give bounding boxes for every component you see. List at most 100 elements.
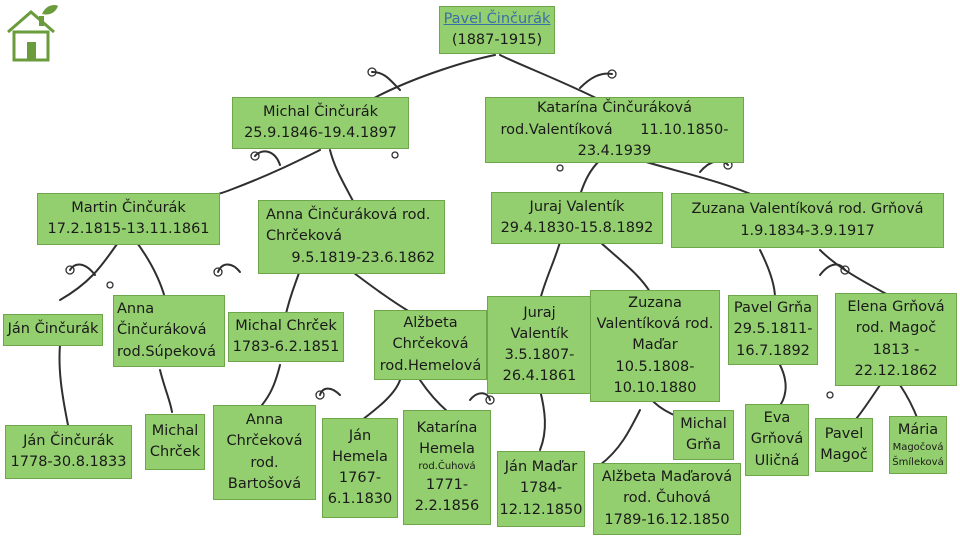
person-name-link[interactable]: Pavel Činčurák [444,9,551,30]
person-name: Mária [898,420,938,441]
person-name: Anna [117,299,154,320]
person-birth: 10.5.1808- [615,357,694,378]
person-michal-chrcek: Michal Chrček 1783-6.2.1851 [228,312,344,362]
person-elena-grnova: Elena Grňová rod. Magoč 1813 - 22.12.186… [835,293,957,386]
person-dates: 1783-6.2.1851 [233,337,340,358]
person-death: 22.12.1862 [854,361,937,382]
person-death: 6.1.1830 [328,489,393,510]
person-surname: Grňa [686,435,721,456]
person-name: Michal [152,421,199,442]
person-anna-cincurakova-chrcekova: Anna Činčuráková rod. Chrčeková 9.5.1819… [258,200,445,274]
person-name: Michal Chrček [235,316,336,337]
person-name: Ján Činčurák [23,431,114,452]
person-death: 10.10.1880 [613,378,696,399]
person-name: Zuzana Valentíková rod. Grňová [691,199,923,220]
person-maiden-name: rod.Čuhová [418,460,475,475]
person-death: 12.12.1850 [499,500,582,521]
person-pavel-magoc: Pavel Magoč [815,418,873,472]
person-name: Anna Činčuráková rod. [262,205,430,226]
person-surname: Magočová [893,441,944,456]
person-name: Ján [349,426,371,447]
person-juraj-valentik-sr: Juraj Valentík 3.5.1807- 26.4.1861 [487,296,592,394]
person-surname: Chrčeková [392,334,468,355]
person-name: Michal Činčurák [263,102,378,123]
person-dates: 1.9.1834-3.9.1917 [740,221,874,242]
person-katarina-hemela: Katarína Hemela rod.Čuhová 1771- 2.2.185… [403,410,491,525]
person-dates: 9.5.1819-23.6.1862 [291,248,441,269]
person-katarina-cincurakova: Katarína Činčuráková rod.Valentíková 11.… [485,97,744,163]
person-name: Pavel Grňa [734,298,812,319]
person-jan-cincurak: Ján Činčurák [3,314,103,346]
person-dates: 1778-30.8.1833 [11,452,127,473]
person-martin-cincurak: Martin Činčurák 17.2.1815-13.11.1861 [37,193,220,245]
person-pavel-grna: Pavel Grňa 29.5.1811- 16.7.1892 [728,295,818,365]
person-name: Katarína Činčuráková [537,98,692,119]
person-name: Elena Grňová [847,297,944,318]
person-maiden-name: rod.Súpeková [117,342,216,363]
person-anna-cincurakova-supekova: Anna Činčuráková rod.Súpeková [113,295,225,367]
person-surname: Chrčeková [226,431,302,452]
person-name: Juraj Valentík [530,197,625,218]
person-name: Eva [764,408,791,429]
person-surname: Činčuráková [117,320,207,341]
person-anna-chrcekova-bartosova: Anna Chrčeková rod. Bartošová [213,405,316,500]
person-birth: 29.5.1811- [733,319,812,340]
person-jan-hemela: Ján Hemela 1767- 6.1.1830 [322,418,398,518]
person-maiden-name: rod. Čuhová [623,488,711,509]
person-death: 16.7.1892 [736,341,810,362]
person-dates: 1789-16.12.1850 [604,510,729,531]
person-birth: 1784- [520,478,562,499]
person-dates: 17.2.1815-13.11.1861 [47,219,209,240]
person-michal-grna: Michal Grňa [673,410,734,460]
person-dates: 23.4.1939 [578,141,652,162]
person-name: Katarína [417,418,478,439]
person-alzbeta-chrcekova: Alžbeta Chrčeková rod.Hemelová [374,310,487,380]
person-name: Anna [246,410,283,431]
person-maiden-name: Chrčeková [262,226,342,247]
person-birth: 1813 - [873,340,920,361]
person-surname: Hemela [332,447,388,468]
person-pavel-cincurak[interactable]: Pavel Činčurák (1887-1915) [439,6,555,54]
person-michal-cincurak: Michal Činčurák 25.9.1846-19.4.1897 [232,97,409,149]
person-surname: Chrček [150,442,200,463]
person-maria-magocova: Mária Magočová Šmíleková [889,416,947,474]
person-name: Michal [680,414,727,435]
person-maiden-name: rod. Magoč [856,318,936,339]
person-name: Martin Činčurák [71,198,186,219]
person-maiden-name: Šmíleková [892,456,943,471]
person-death: 2.2.1856 [415,496,480,517]
home-leaf-icon[interactable] [2,2,60,64]
person-name: Alžbeta [403,313,457,334]
person-dates: 25.9.1846-19.4.1897 [244,123,397,144]
person-dates: (1887-1915) [452,30,542,51]
person-zuzana-valentikova-grnova: Zuzana Valentíková rod. Grňová 1.9.1834-… [671,193,944,248]
person-surname: Valentík [511,324,569,345]
person-michal-chrcek-sr: Michal Chrček [145,414,205,470]
person-birth: 1767- [339,468,381,489]
person-maiden-name: Maďar [632,335,677,356]
person-maiden-name: rod.Valentíková 11.10.1850- [501,120,729,141]
person-jan-cincurak-sr: Ján Činčurák 1778-30.8.1833 [5,425,132,479]
person-birth: 3.5.1807- [505,345,575,366]
person-maiden-name: Bartošová [228,474,301,495]
person-name: Pavel [825,424,864,445]
person-name: Ján Činčurák [8,319,99,340]
person-name: Alžbeta Maďarová [602,467,732,488]
person-name: Ján Maďar [505,457,577,478]
person-eva-grnova: Eva Grňová Uličná [745,404,809,476]
person-name: Zuzana [628,293,682,314]
person-name: Juraj [523,303,555,324]
person-jan-madar: Ján Maďar 1784- 12.12.1850 [497,451,585,527]
person-birth: 1771- [426,475,468,496]
person-surname: Grňová [751,429,803,450]
person-zuzana-valentikova-madar: Zuzana Valentíková rod. Maďar 10.5.1808-… [590,290,720,402]
person-surname: Valentíková rod. [597,314,714,335]
person-alzbeta-madarova: Alžbeta Maďarová rod. Čuhová 1789-16.12.… [593,463,741,535]
person-death: 26.4.1861 [503,366,577,387]
person-maiden-prefix: rod. [250,453,278,474]
person-maiden-name: rod.Hemelová [380,356,482,377]
person-surname: Magoč [820,445,867,466]
person-maiden-name: Uličná [755,451,800,472]
person-juraj-valentik: Juraj Valentík 29.4.1830-15.8.1892 [491,192,663,244]
person-surname: Hemela [419,439,475,460]
